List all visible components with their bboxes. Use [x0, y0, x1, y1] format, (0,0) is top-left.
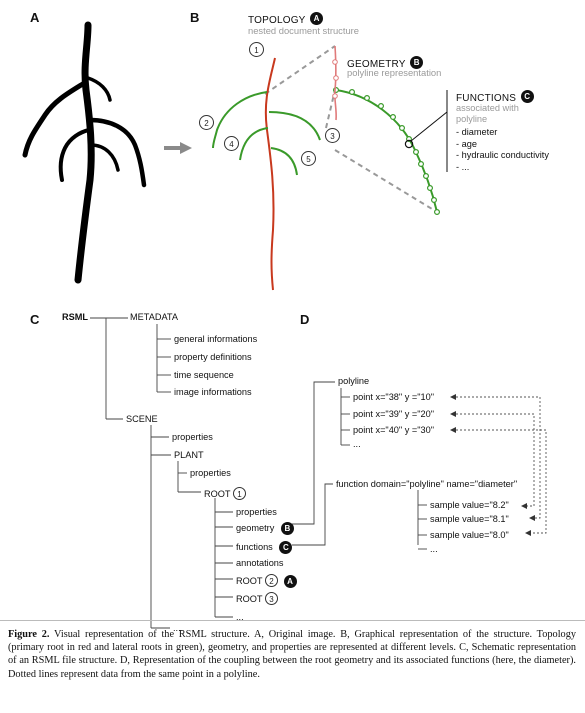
topology-badge: A — [310, 12, 323, 26]
root-geometry: geometry B — [236, 522, 294, 535]
functions-list-item: - ... — [456, 161, 470, 172]
root-annotations: annotations — [236, 558, 284, 568]
arrow-a-to-b — [164, 142, 192, 154]
meta-item-time: time sequence — [174, 370, 234, 380]
functions-list-item: - diameter — [456, 127, 498, 137]
caption-label: Figure 2. — [8, 629, 50, 640]
scene-ellipsis: .... — [173, 623, 184, 633]
figure-caption: Figure 2. Visual representation of the R… — [8, 628, 576, 681]
functions-title: FUNCTIONS — [456, 93, 517, 104]
geometry-heading: GEOMETRY B — [347, 54, 424, 72]
point-1: point x="38" y ="10" — [353, 392, 434, 402]
functions-subtitle: associated with polyline — [456, 103, 519, 125]
rsml-tree-lines — [90, 317, 233, 629]
root-functions: functions C — [236, 541, 293, 554]
root-number-4: 4 — [224, 136, 239, 151]
root-number-2: 2 — [199, 115, 214, 130]
topology-title: TOPOLOGY — [248, 15, 306, 26]
root-functions-label: functions — [236, 541, 273, 552]
root-2-number: 2 — [264, 574, 278, 587]
geometry-title: GEOMETRY — [347, 59, 406, 70]
sample-2: sample value="8.1" — [430, 514, 509, 524]
root-number-3: 3 — [325, 128, 340, 143]
geometry-badge-c: B — [280, 522, 294, 535]
root-3-label: ROOT — [236, 594, 263, 604]
scene-node: SCENE — [126, 414, 158, 424]
functions-subtitle-line-2: polyline — [456, 114, 488, 124]
panel-label-b: B — [190, 10, 200, 25]
sample-3: sample value="8.0" — [430, 530, 509, 540]
root-3-number: 3 — [264, 592, 278, 605]
graphical-structure — [212, 45, 448, 291]
functions-list-item: - hydraulic conductivity — [456, 150, 549, 160]
meta-item-properties: property definitions — [174, 352, 252, 362]
root-node-1: ROOT 1 — [204, 487, 246, 500]
geometry-subtitle: polyline representation — [347, 67, 442, 78]
functions-badge: C — [520, 90, 534, 104]
root-properties: properties — [236, 507, 277, 517]
point-2: point x="39" y ="20" — [353, 409, 434, 419]
sample-ellipsis: ... — [430, 544, 438, 554]
plant-node: PLANT — [174, 450, 204, 460]
root-node-2: ROOT 2 A — [236, 574, 297, 589]
functions-badge-c: C — [279, 541, 293, 554]
original-root-image — [22, 21, 147, 284]
root-ellipsis: ... — [236, 612, 244, 622]
functions-list-item: - age — [456, 138, 477, 149]
point-3: point x="40" y ="30" — [353, 425, 434, 435]
rsml-root-label: RSML — [62, 312, 89, 322]
topology-subtitle: nested document structure — [248, 25, 359, 36]
functions-heading: FUNCTIONS C — [456, 88, 534, 106]
scene-properties: properties — [172, 432, 213, 442]
root-node-3: ROOT 3 — [236, 592, 278, 605]
topology-heading: TOPOLOGY A — [248, 10, 323, 28]
coupling-lines — [292, 381, 547, 550]
root-2-label: ROOT — [236, 576, 263, 586]
sample-1: sample value="8.2" — [430, 500, 509, 510]
caption-text: Visual representation of the RSML struct… — [8, 629, 577, 680]
geometry-badge: B — [410, 56, 424, 70]
root-number-5: 5 — [301, 151, 316, 166]
point-ellipsis: ... — [353, 439, 361, 449]
meta-item-general: general informations — [174, 334, 258, 344]
functions-list: - diameter - age - hydraulic conductivit… — [456, 127, 549, 173]
panel-label-c: C — [30, 312, 40, 327]
plant-properties: properties — [190, 468, 231, 478]
meta-item-image: image informations — [174, 387, 252, 397]
root-1-label: ROOT — [204, 489, 231, 499]
functions-subtitle-line-1: associated with — [456, 103, 519, 113]
topology-badge-c: A — [283, 575, 297, 589]
root-1-number: 1 — [232, 487, 246, 500]
root-number-1: 1 — [249, 42, 264, 57]
caption-divider — [0, 620, 585, 621]
function-node: function domain="polyline" name="diamete… — [336, 479, 518, 489]
polyline-node: polyline — [338, 376, 370, 386]
panel-label-a: A — [30, 10, 40, 25]
panel-label-d: D — [300, 312, 310, 327]
metadata-node: METADATA — [130, 312, 178, 322]
root-geometry-label: geometry — [236, 522, 275, 533]
